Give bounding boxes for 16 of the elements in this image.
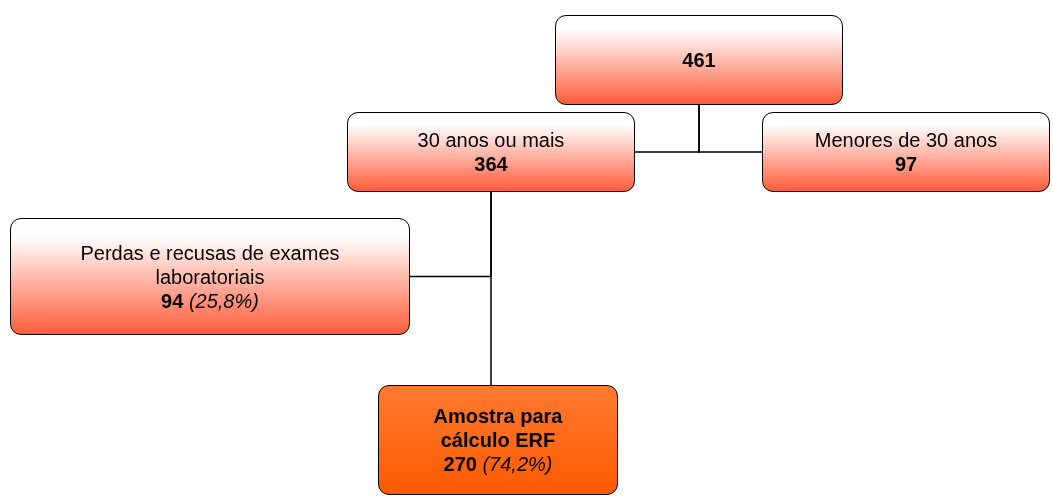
box-heading: Perdas e recusas de exames laboratoriais xyxy=(79,240,341,289)
box-heading: Menores de 30 anos xyxy=(814,128,998,152)
flow-box xyxy=(555,15,843,105)
flow-box xyxy=(762,112,1050,192)
count-text: 94 (25,8%) xyxy=(161,288,259,313)
connector-line xyxy=(698,104,763,153)
count-text: 97 xyxy=(894,152,918,176)
count-text: 364 xyxy=(474,152,508,176)
connector-line xyxy=(490,191,492,386)
box-heading: 30 anos ou mais xyxy=(417,128,565,152)
flow-box xyxy=(10,218,410,335)
flow-box xyxy=(347,112,635,192)
box-heading: 461 xyxy=(682,48,716,72)
count-text: 270 (74,2%) xyxy=(443,452,553,476)
box-heading: Amostra para cálculo ERF xyxy=(432,404,564,452)
flow-box xyxy=(378,385,618,495)
